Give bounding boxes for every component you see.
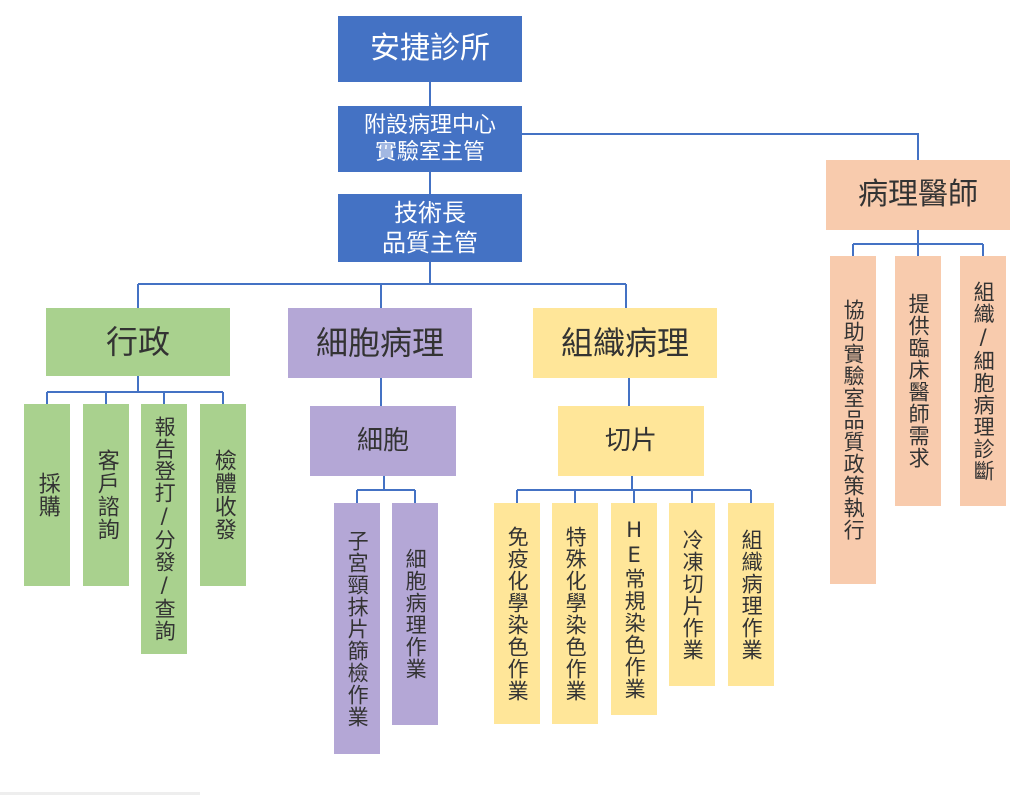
section-item-label: HE常規染色作業 [622, 518, 647, 700]
doctor-item-box: 提供臨床醫師需求 [895, 256, 941, 506]
section-item-box: 特殊化學染色作業 [552, 503, 598, 724]
cell-item-box: 子宮頸抹片篩檢作業 [334, 503, 380, 754]
admin-box: 行政 [46, 308, 230, 376]
pathologist-box: 病理醫師 [826, 160, 1010, 230]
admin-item-label: 採購 [34, 472, 60, 518]
clinic-label: 安捷診所 [370, 31, 490, 67]
section-item-label: 組織病理作業 [739, 528, 764, 661]
doctor-item-box: 協助實驗室品質政策執行 [830, 256, 876, 584]
tech-head-box: 技術長 品質主管 [338, 194, 522, 262]
cell-label: 細胞 [356, 425, 409, 456]
histology-box: 組織病理 [533, 308, 717, 378]
connector [522, 133, 919, 160]
admin-item-box: 客戶諮詢 [83, 404, 129, 586]
histology-label: 組織病理 [560, 324, 689, 362]
section-item-label: 冷凍切片作業 [680, 528, 705, 661]
cytology-box: 細胞病理 [288, 308, 472, 378]
admin-item-label: 報告登打/分發/查詢 [152, 416, 177, 642]
doctor-item-label: 協助實驗室品質政策執行 [841, 299, 866, 541]
section-item-label: 免疫化學染色作業 [505, 525, 530, 702]
section-label: 切片 [604, 425, 657, 456]
footer-divider [0, 792, 200, 795]
section-item-label: 特殊化學染色作業 [563, 525, 588, 702]
clinic-box: 安捷診所 [338, 16, 522, 82]
admin-item-label: 客戶諮詢 [93, 449, 119, 541]
lab-supervisor-box: 附設病理中心 實驗室主管 [338, 106, 522, 172]
admin-item-label: 檢體收發 [210, 449, 236, 541]
tech-head-label: 技術長 品質主管 [382, 199, 478, 257]
admin-item-box: 檢體收發 [200, 404, 246, 586]
admin-item-box: 報告登打/分發/查詢 [141, 404, 187, 654]
admin-item-box: 採購 [24, 404, 70, 586]
section-item-box: 冷凍切片作業 [669, 503, 715, 686]
section-item-box: HE常規染色作業 [611, 503, 657, 715]
lab-supervisor-label: 附設病理中心 實驗室主管 [363, 112, 496, 166]
cell-box: 細胞 [310, 406, 456, 476]
section-item-box: 組織病理作業 [728, 503, 774, 686]
cell-item-label: 子宮頸抹片篩檢作業 [345, 529, 370, 728]
cytology-label: 細胞病理 [315, 324, 444, 362]
doctor-item-label: 提供臨床醫師需求 [906, 293, 931, 469]
cell-item-label: 細胞病理作業 [403, 548, 428, 680]
section-item-box: 免疫化學染色作業 [494, 503, 540, 724]
admin-label: 行政 [105, 323, 170, 361]
pathologist-label: 病理醫師 [858, 177, 978, 213]
section-box: 切片 [558, 406, 704, 476]
doctor-item-box: 組織/細胞病理診斷 [960, 256, 1006, 506]
doctor-item-label: 組織/細胞病理診斷 [971, 280, 996, 482]
cell-item-box: 細胞病理作業 [392, 503, 438, 725]
